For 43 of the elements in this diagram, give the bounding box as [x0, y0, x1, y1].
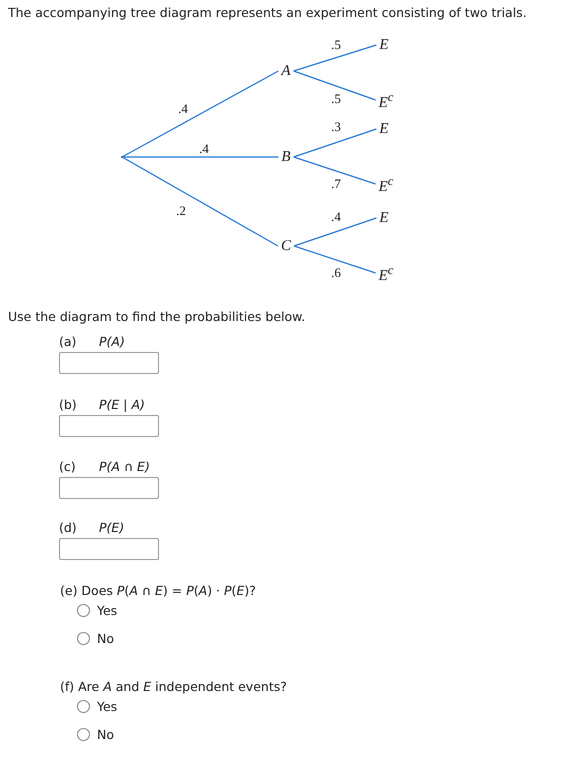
tree-branch [293, 128, 377, 158]
edge-label: .6 [330, 266, 342, 278]
outcome-label: A [281, 63, 291, 79]
option-label: No [97, 727, 114, 742]
tree-branch [122, 70, 279, 158]
tree-branch [294, 245, 376, 274]
question-label: (f) Are A and E independent events? [60, 679, 287, 694]
edge-label: .4 [330, 210, 342, 222]
outcome-label: E [379, 121, 389, 137]
tree-branch [293, 70, 376, 101]
edge-label: .7 [330, 176, 342, 190]
edge-label: .4 [198, 142, 210, 154]
edge-label: .5 [330, 38, 342, 50]
outcome-label: E [379, 210, 389, 226]
question-label: (a) [59, 334, 76, 349]
edge-label: .5 [330, 92, 342, 104]
probability-expression: P(A ∩ E) [99, 459, 150, 474]
probability-expression: P(A) [99, 334, 125, 349]
tree-branch [122, 156, 278, 158]
outcome-label: E$^{c}$ [378, 173, 394, 195]
question-label: (b) [59, 397, 77, 412]
edge-label: .4 [177, 102, 189, 114]
outcome-label: B [281, 149, 291, 165]
tree-branch [122, 156, 278, 247]
tree-branch [293, 44, 377, 72]
tree-branch [293, 156, 376, 185]
probability-expression: P(E) [99, 520, 124, 535]
outcome-label: E$^{c}$ [378, 262, 394, 284]
option-label: No [97, 631, 114, 646]
option-label: Yes [97, 699, 118, 714]
edge-label: .2 [175, 204, 187, 216]
outcome-label: C [280, 238, 291, 254]
probability-expression: P(E | A) [99, 397, 145, 412]
instruction-text: Use the diagram to find the probabilities below. [8, 309, 306, 324]
question-label: (c) [59, 459, 76, 474]
outcome-label: E$^{c}$ [378, 89, 394, 111]
tree-branch [294, 217, 377, 247]
option-label: Yes [97, 603, 118, 618]
title: The accompanying tree diagram represents an experiment consisting of two trials. [8, 5, 527, 20]
question-label: (e) Does P(A ∩ E) = P(A) · P(E)? [60, 583, 256, 598]
outcome-label: E [379, 37, 389, 53]
question-label: (d) [59, 520, 77, 535]
edge-label: .3 [330, 120, 342, 132]
